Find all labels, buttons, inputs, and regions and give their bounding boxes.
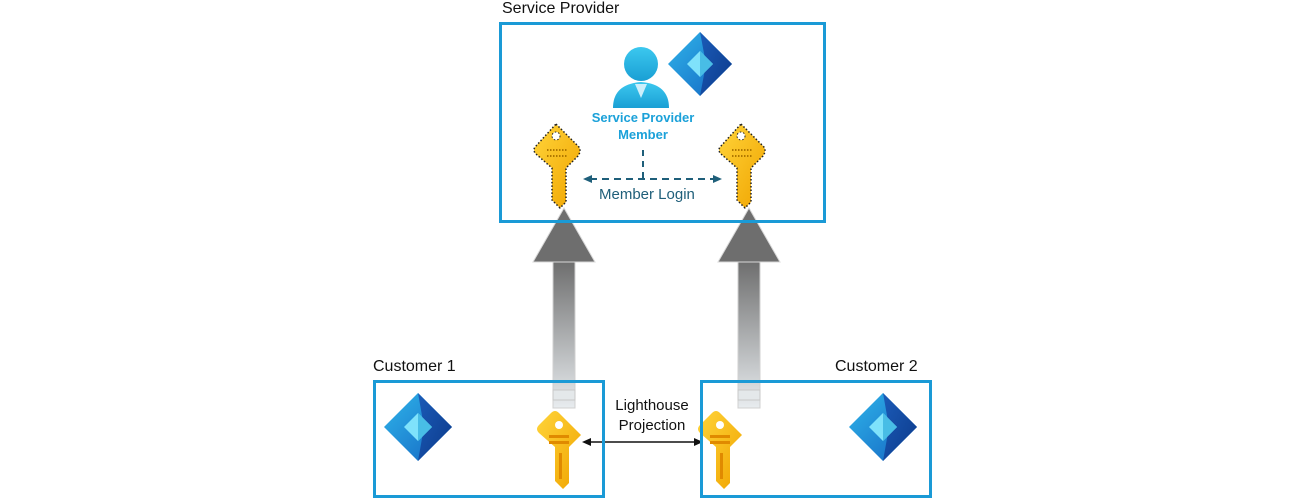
entra-id-icon — [668, 32, 732, 96]
key-icon-customer1 — [537, 411, 581, 489]
person-icon — [613, 47, 669, 108]
service-provider-title: Service Provider — [502, 0, 620, 17]
service-provider-member-label: Service Provider Member — [591, 110, 695, 142]
key-icon-customer2 — [698, 411, 742, 489]
customer2-title: Customer 2 — [835, 358, 918, 375]
lighthouse-projection-arrow — [582, 438, 703, 446]
projected-key-icon-1 — [533, 122, 581, 210]
customer1-box — [373, 380, 605, 498]
entra-id-icon — [384, 393, 452, 461]
entra-id-icon — [849, 393, 917, 461]
customer1-title: Customer 1 — [373, 358, 456, 375]
arrow-up-customer1 — [532, 206, 596, 409]
service-provider-box — [499, 22, 826, 223]
member-login-connector — [583, 150, 722, 183]
arrow-up-customer2 — [717, 206, 781, 409]
lighthouse-projection-label: Lighthouse Projection — [615, 397, 689, 434]
member-login-label: Member Login — [599, 186, 695, 203]
customer2-box — [700, 380, 932, 498]
projected-key-icon-2 — [718, 122, 766, 210]
